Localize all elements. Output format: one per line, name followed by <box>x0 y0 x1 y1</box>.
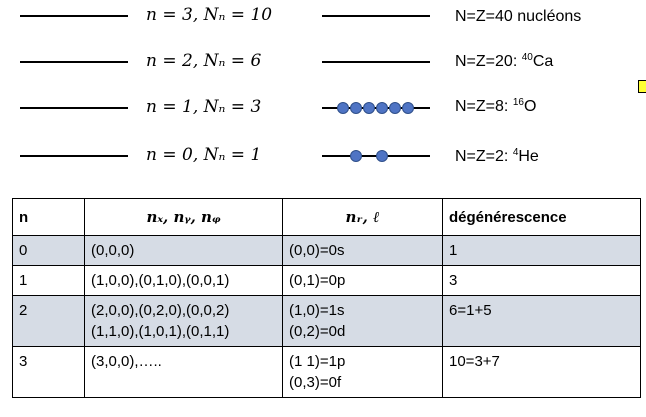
cell-line: (1 1)=1p <box>289 353 346 370</box>
table-row: 1 (1,0,0),(0,1,0),(0,0,1) (0,1)=0p 3 <box>12 265 641 296</box>
cell-cartesian: (1,0,0),(0,1,0),(0,0,1) <box>84 265 283 296</box>
cell-n: 3 <box>12 346 85 398</box>
level-label-n2: n = 2, Nₙ = 6 <box>146 51 262 71</box>
cell-cartesian: (3,0,0),….. <box>84 346 283 398</box>
highlight-marker <box>638 80 646 93</box>
cell-n: 2 <box>12 295 85 347</box>
cell-degeneracy: 10=3+7 <box>442 346 641 398</box>
cell-degeneracy: 1 <box>442 235 641 266</box>
cell-spherical: (0,0)=0s <box>282 235 443 266</box>
nucleon-dot <box>376 102 388 114</box>
level-line-n0 <box>20 155 128 157</box>
level-line-n3 <box>20 15 128 17</box>
cell-spherical: (1,0)=1s (0,2)=0d <box>282 295 443 347</box>
nucleon-dot <box>389 102 401 114</box>
nucleus-label-n3: N=Z=40 nucléons <box>455 8 582 25</box>
level-label-n0: n = 0, Nₙ = 1 <box>146 145 262 165</box>
nucleon-dot <box>376 150 388 162</box>
level-label-n3: n = 3, Nₙ = 10 <box>146 5 273 25</box>
nucleon-dot <box>363 102 375 114</box>
cell-cartesian: (2,0,0),(0,2,0),(0,0,2) (1,1,0),(1,0,1),… <box>84 295 283 347</box>
cell-line: (0,3)=0f <box>289 374 342 391</box>
nucleus-line-n3 <box>322 15 430 17</box>
cell-line: (1,0)=1s <box>289 302 345 319</box>
cell-cartesian: (0,0,0) <box>84 235 283 266</box>
header-degeneracy: dégénérescence <box>442 198 641 236</box>
degeneracy-table: n nₓ, nᵧ, nᵩ nᵣ, ℓ dégénérescence 0 (0,0… <box>12 198 641 398</box>
nucleus-label-n1: N=Z=8: 16O <box>455 97 537 115</box>
level-label-n1: n = 1, Nₙ = 3 <box>146 97 262 117</box>
cell-line: (1,1,0),(1,0,1),(0,1,1) <box>91 323 230 340</box>
table-row: 3 (3,0,0),….. (1 1)=1p (0,3)=0f 10=3+7 <box>12 346 641 398</box>
cell-degeneracy: 6=1+5 <box>442 295 641 347</box>
level-line-n1 <box>20 107 128 109</box>
cell-spherical: (0,1)=0p <box>282 265 443 296</box>
nucleus-line-n2 <box>322 61 430 63</box>
nucleon-dot <box>337 102 349 114</box>
cell-degeneracy: 3 <box>442 265 641 296</box>
table-header-row: n nₓ, nᵧ, nᵩ nᵣ, ℓ dégénérescence <box>12 198 641 236</box>
header-cartesian: nₓ, nᵧ, nᵩ <box>84 198 283 236</box>
nucleus-label-n0: N=Z=2: 4He <box>455 147 539 165</box>
cell-line: (0,2)=0d <box>289 323 346 340</box>
nucleus-label-n2: N=Z=20: 40Ca <box>455 52 554 70</box>
nucleon-dot <box>350 102 362 114</box>
nucleon-dot <box>350 150 362 162</box>
header-n: n <box>12 198 85 236</box>
header-spherical: nᵣ, ℓ <box>282 198 443 236</box>
cell-line: (2,0,0),(0,2,0),(0,0,2) <box>91 302 230 319</box>
cell-spherical: (1 1)=1p (0,3)=0f <box>282 346 443 398</box>
table-row: 2 (2,0,0),(0,2,0),(0,0,2) (1,1,0),(1,0,1… <box>12 295 641 347</box>
table-row: 0 (0,0,0) (0,0)=0s 1 <box>12 235 641 266</box>
cell-n: 1 <box>12 265 85 296</box>
nucleon-dot <box>402 102 414 114</box>
level-line-n2 <box>20 61 128 63</box>
cell-n: 0 <box>12 235 85 266</box>
